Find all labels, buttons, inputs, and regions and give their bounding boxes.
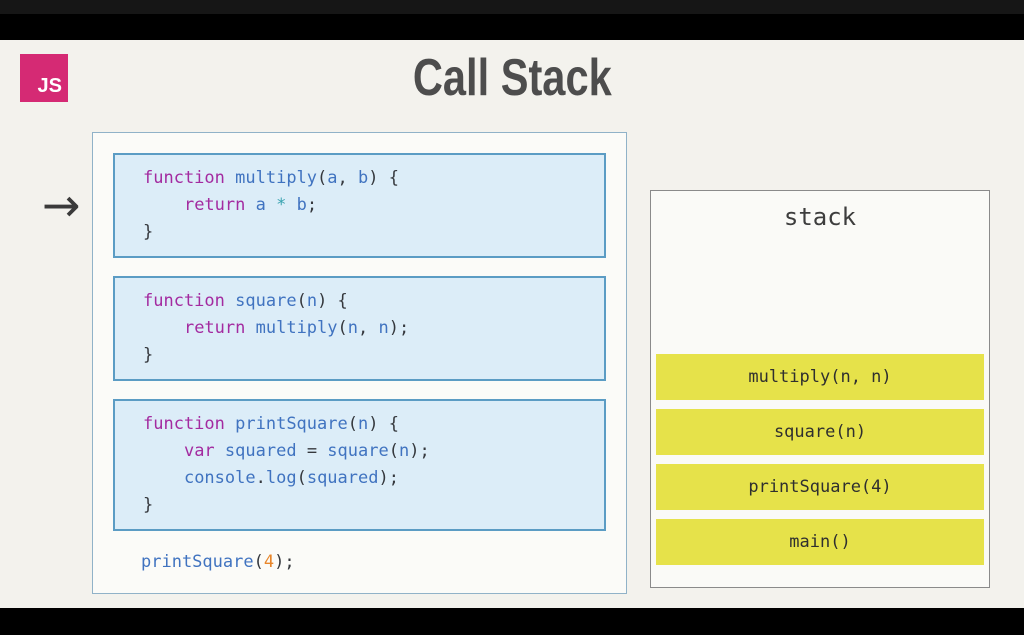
stack-spacer [651,231,989,354]
slide-title-wrap: Call Stack [0,48,1024,108]
code-line-printsquare-call: printSquare(4); [141,552,295,572]
code-block-multiply: function multiply(a, b) { return a * b;} [113,153,606,258]
stack-panel: stack multiply(n, n) square(n) printSqua… [650,190,990,588]
code-panel: function multiply(a, b) { return a * b;}… [92,132,627,594]
letterbox-top [0,0,1024,40]
js-logo: JS [20,54,68,102]
stack-frame-main: main() [656,519,984,565]
stack-label: stack [783,203,857,231]
slide-title: Call Stack [412,49,612,107]
slide: JS Call Stack → function multiply(a, b) … [0,40,1024,608]
arrow-icon: → [42,178,81,232]
letterbox-top-strip [0,0,1024,14]
letterbox-bottom [0,608,1024,635]
code-block-square: function square(n) { return multiply(n, … [113,276,606,381]
js-logo-text: JS [37,75,62,97]
stack-frame-printsquare: printSquare(4) [656,464,984,510]
code-block-printsquare: function printSquare(n) { var squared = … [113,399,606,531]
stack-frame-multiply: multiply(n, n) [656,354,984,400]
stack-frame-square: square(n) [656,409,984,455]
